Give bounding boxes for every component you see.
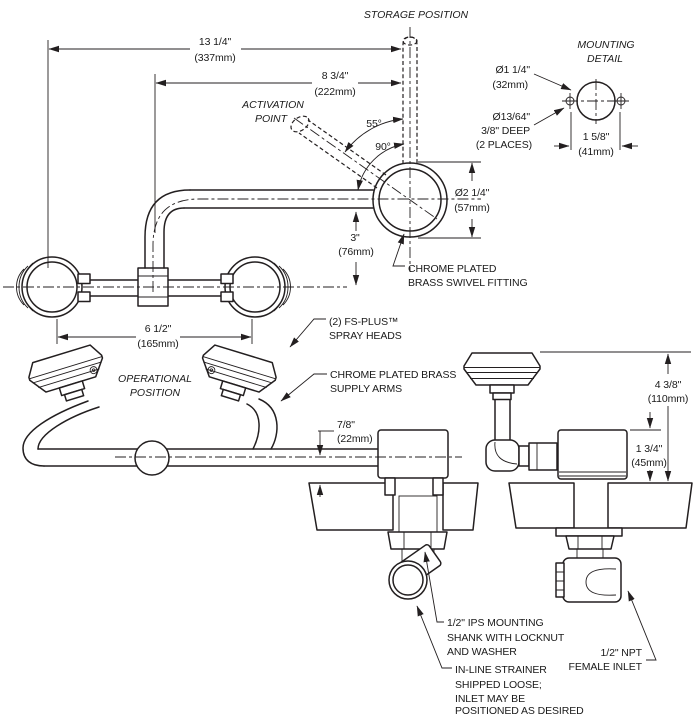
callout-strainer-4: POSITIONED AS DESIRED <box>455 705 584 717</box>
leader-swivel <box>392 233 405 267</box>
washer <box>555 527 623 537</box>
activation-point-label-1: ACTIVATION <box>241 99 304 111</box>
leader-shank <box>423 551 444 623</box>
mounting-detail-label-2: DETAIL <box>587 53 623 65</box>
leader-spray-heads <box>289 318 326 348</box>
dim-hole-spacing-mm: (41mm) <box>578 146 614 158</box>
riser-pipe <box>144 189 374 269</box>
dim-hole-dia: Ø13/64" <box>493 111 531 123</box>
supply-arm-right <box>258 398 278 450</box>
spray-head-side <box>463 352 541 401</box>
female-inlet-opening <box>585 568 617 596</box>
locknut <box>387 531 448 550</box>
dim-offset-in: 7/8" <box>337 419 355 431</box>
dim-offset-mm: (22mm) <box>337 433 373 445</box>
dim-head-spacing-mm: (165mm) <box>137 338 178 350</box>
callout-shank-3: AND WASHER <box>447 646 517 658</box>
dim-hole-spacing-in: 1 5/8" <box>583 131 610 143</box>
supply-arm-left <box>22 400 89 467</box>
storage-position-label: STORAGE POSITION <box>364 9 469 21</box>
leader-anchor-holes <box>533 107 565 126</box>
dim-drop-mm: (76mm) <box>338 246 374 258</box>
dim-mount-dia-in: Ø1 1/4" <box>495 64 530 76</box>
callout-spray-heads-1: (2) FS-PLUS™ <box>329 316 398 328</box>
spray-head-right <box>192 341 281 411</box>
dim-overall-width-in: 13 1/4" <box>199 36 232 48</box>
dim-swivel-dia-in: Ø2 1/4" <box>455 187 490 199</box>
dim-body-mm: (45mm) <box>631 457 667 469</box>
dim-hole-depth: 3/8" DEEP <box>481 125 530 137</box>
callout-spray-heads-2: SPRAY HEADS <box>329 330 402 342</box>
mounting-detail <box>562 79 629 124</box>
callout-strainer-2: SHIPPED LOOSE; <box>455 679 542 691</box>
dim-mount-dia-mm: (32mm) <box>492 79 528 91</box>
dim-hole-places: (2 PLACES) <box>476 139 532 151</box>
callout-swivel-2: BRASS SWIVEL FITTING <box>408 277 528 289</box>
dim-swivel-dia-mm: (57mm) <box>454 202 490 214</box>
dim-angle-90: 90° <box>375 141 391 153</box>
leader-strainer <box>416 605 452 669</box>
coupler <box>528 442 558 471</box>
mount-detail-left <box>377 429 449 600</box>
vertical-arm <box>494 399 511 443</box>
elbow <box>485 439 520 472</box>
callout-swivel-1: CHROME PLATED <box>408 263 497 275</box>
dim-angle-55: 55° <box>366 118 382 130</box>
callout-leaders <box>280 73 657 669</box>
callout-inlet-2: FEMALE INLET <box>569 661 643 673</box>
callout-supply-arms-1: CHROME PLATED BRASS <box>330 369 456 381</box>
valve-body-side <box>557 429 628 480</box>
dim-head-spacing-in: 6 1/2" <box>145 323 172 335</box>
operational-position-label-1: OPERATIONAL <box>118 373 192 385</box>
callout-strainer-3: INLET MAY BE <box>455 693 525 705</box>
dim-drop-in: 3" <box>350 232 360 244</box>
callout-shank-2: SHANK WITH LOCKNUT <box>447 632 565 644</box>
dim-height-mm: (110mm) <box>648 393 689 405</box>
callout-supply-arms-2: SUPPLY ARMS <box>330 383 402 395</box>
dim-body-in: 1 3/4" <box>636 443 663 455</box>
side-view <box>463 352 628 603</box>
leader-inlet <box>627 590 657 661</box>
operational-position-label-2: POSITION <box>130 387 181 399</box>
storage-tube <box>402 36 418 164</box>
mounting-detail-label-1: MOUNTING <box>577 39 634 51</box>
dim-activation-width-in: 8 3/4" <box>322 70 349 82</box>
ball-joint <box>134 440 170 476</box>
dimensions <box>47 40 691 497</box>
activation-point-label-2: POINT <box>255 113 289 125</box>
dim-activation-width-mm: (222mm) <box>314 86 355 98</box>
dim-height-in: 4 3/8" <box>655 379 682 391</box>
mounting-shank-threads <box>398 495 438 533</box>
valve-body <box>377 429 449 479</box>
callout-strainer-1: IN-LINE STRAINER <box>455 664 547 676</box>
operational-view <box>22 341 379 476</box>
callout-shank-1: 1/2" IPS MOUNTING <box>447 617 544 629</box>
locknut-side <box>565 535 615 550</box>
wall-section-left <box>308 482 479 531</box>
leader-mount-dia <box>533 73 572 91</box>
strainer-inlet-face <box>388 560 428 600</box>
spray-head-left <box>24 341 113 411</box>
dim-overall-width-mm: (337mm) <box>194 52 235 64</box>
leader-supply-arms <box>280 373 327 402</box>
wall-section-right <box>508 482 693 529</box>
callout-inlet-1: 1/2" NPT <box>601 647 643 659</box>
